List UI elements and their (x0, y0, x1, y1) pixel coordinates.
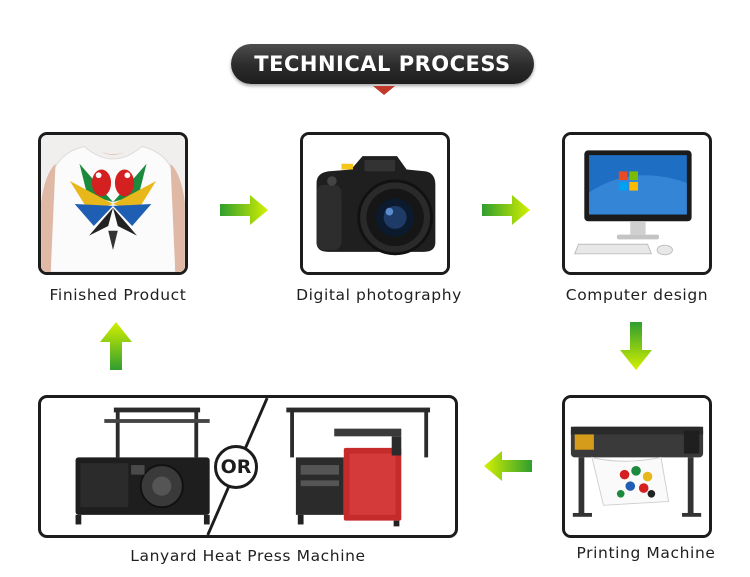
step-printing-machine-label: Printing Machine (576, 544, 716, 562)
printer-image (565, 398, 709, 535)
arrow-right-icon (482, 195, 530, 225)
arrow-up-icon (100, 322, 132, 370)
step-finished-product-box (38, 132, 188, 275)
arrow-right-icon (220, 195, 268, 225)
step-computer-design-label: Computer design (565, 286, 709, 304)
camera-image (303, 135, 447, 272)
or-label: OR (220, 456, 252, 478)
step-heat-press-label: Lanyard Heat Press Machine (130, 547, 366, 565)
section-title-banner: TECHNICAL PROCESS (231, 44, 534, 84)
step-finished-product-label: Finished Product (49, 286, 187, 304)
section-title: TECHNICAL PROCESS (254, 52, 511, 76)
step-digital-photography-label: Digital photography (296, 286, 462, 304)
or-badge: OR (214, 445, 258, 489)
arrow-left-icon (484, 451, 532, 481)
computer-image (565, 135, 709, 272)
arrow-down-icon (620, 322, 652, 370)
step-printing-machine-box (562, 395, 712, 538)
tshirt-image (41, 135, 185, 272)
step-computer-design-box (562, 132, 712, 275)
step-digital-photography-box (300, 132, 450, 275)
banner-pointer (373, 86, 395, 95)
